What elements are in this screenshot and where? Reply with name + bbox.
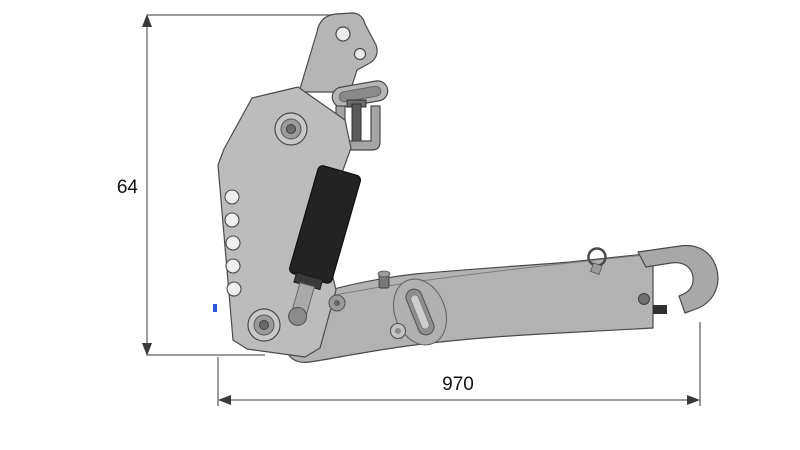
horizontal-dimension <box>217 322 701 406</box>
hitch-hook <box>587 244 719 314</box>
blue-marker <box>213 304 217 312</box>
latch-pin <box>638 293 650 305</box>
upper-pivot-boss <box>274 112 308 146</box>
main-plate <box>213 86 352 358</box>
arm-details <box>377 270 447 346</box>
bracket-hole <box>353 47 367 61</box>
bracket-hole <box>335 26 351 42</box>
hydraulic-cylinder <box>288 165 362 326</box>
plate-hole <box>224 189 240 205</box>
dimension-height-label: 64 <box>117 177 139 198</box>
upper-bracket <box>298 12 378 93</box>
plate-hole <box>224 212 240 228</box>
dimension-length-label: 970 <box>442 374 474 395</box>
hook-label-plate <box>653 305 667 314</box>
lower-pivot-boss <box>247 308 281 342</box>
plate-hole <box>225 235 241 251</box>
plate-hole <box>225 258 241 274</box>
vertical-dimension <box>142 14 332 356</box>
plate-hole <box>226 281 242 297</box>
